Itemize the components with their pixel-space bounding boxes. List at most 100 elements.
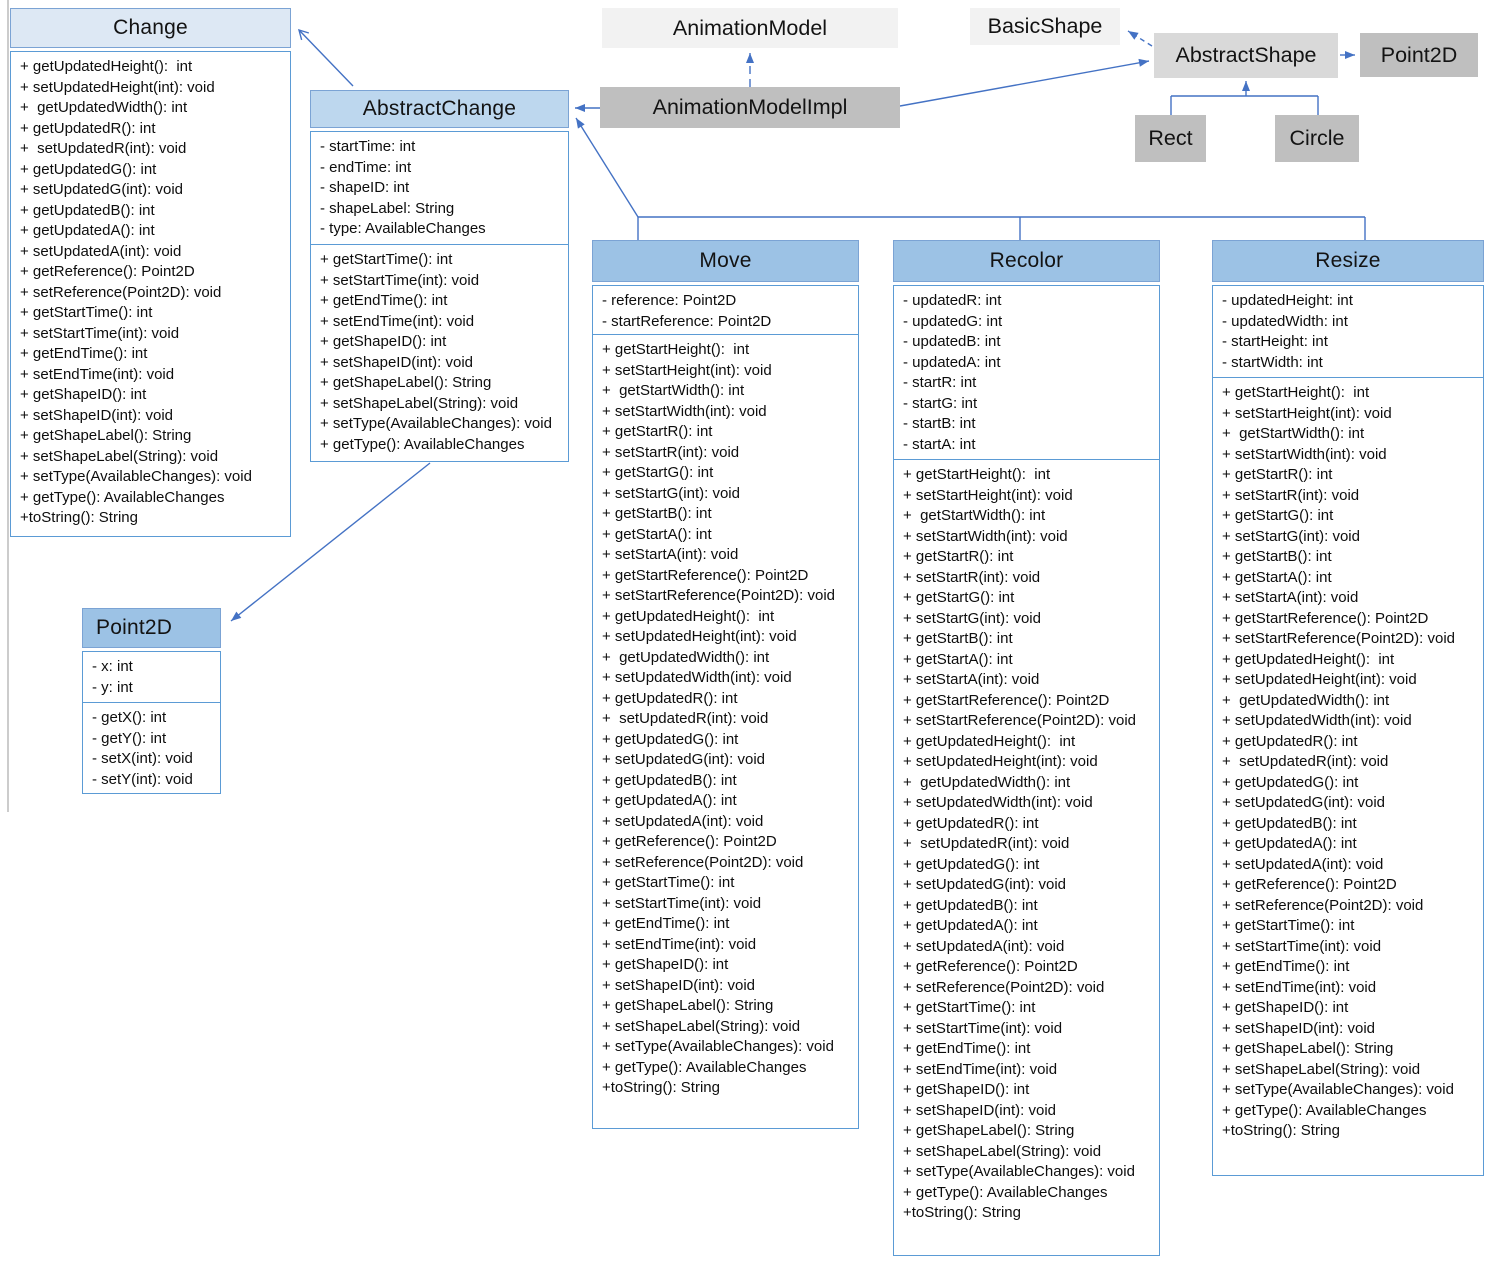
member-line: + setStartR(int): void: [903, 568, 1041, 586]
member-line: + getShapeLabel(): String: [320, 374, 492, 391]
member-line: + getType(): AvailableChanges: [602, 1058, 807, 1076]
member-line: - updatedHeight: int: [1222, 292, 1353, 309]
class-change-title: Change: [10, 8, 291, 48]
member-line: + getUpdatedG(): int: [602, 730, 739, 748]
member-line: + setType(AvailableChanges): void: [903, 1163, 1135, 1180]
member-line: + getStartR(): int: [1222, 466, 1333, 483]
member-line: + getStartG(): int: [1222, 507, 1334, 524]
member-line: + getStartA(): int: [602, 525, 712, 543]
member-line: + getReference(): Point2D: [903, 958, 1078, 975]
member-line: + getStartR(): int: [602, 423, 713, 440]
member-line: + getStartHeight(): int: [1222, 384, 1370, 401]
member-line: + getStartG(): int: [903, 589, 1015, 606]
member-line: - shapeLabel: String: [320, 199, 455, 217]
member-line: + getStartHeight(): int: [602, 341, 750, 358]
member-line: + getUpdatedG(): int: [1222, 773, 1359, 791]
member-line: + getUpdatedR(): int: [602, 689, 738, 707]
member-line: + getUpdatedWidth(): int: [903, 773, 1071, 791]
member-line: +toString(): String: [903, 1204, 1021, 1221]
member-line: + getType(): AvailableChanges: [1222, 1101, 1427, 1119]
member-line: + getStartReference(): Point2D: [903, 691, 1110, 709]
member-line: + setStartHeight(int): void: [602, 361, 772, 379]
member-line: + setStartHeight(int): void: [903, 486, 1073, 504]
member-line: + getType(): AvailableChanges: [903, 1183, 1108, 1201]
member-line: + setReference(Point2D): void: [20, 283, 222, 301]
member-line: - x: int: [92, 658, 133, 675]
member-line: + getReference(): Point2D: [20, 263, 195, 280]
node-animationmodelimpl: AnimationModelImpl: [600, 87, 900, 128]
member-line: + setType(AvailableChanges): void: [20, 468, 252, 485]
member-line: + setEndTime(int): void: [320, 312, 475, 330]
member-line: + setUpdatedHeight(int): void: [1222, 671, 1417, 688]
member-line: + getType(): AvailableChanges: [320, 435, 525, 453]
member-line: + setUpdatedA(int): void: [20, 242, 182, 260]
class-point2d: Point2D - x: int- y: int - getX(): int- …: [82, 608, 221, 794]
member-line: + getEndTime(): int: [20, 345, 148, 362]
member-line: + setUpdatedHeight(int): void: [602, 628, 797, 645]
member-line: + setUpdatedA(int): void: [903, 937, 1065, 955]
member-line: - getX(): int: [92, 709, 167, 726]
member-line: + getStartA(): int: [903, 650, 1013, 668]
member-line: + setEndTime(int): void: [602, 935, 757, 953]
member-line: + getEndTime(): int: [903, 1040, 1031, 1057]
class-abstractchange-title: AbstractChange: [310, 90, 569, 128]
member-line: + setShapeID(int): void: [602, 976, 755, 994]
member-line: + setUpdatedR(int): void: [903, 835, 1070, 852]
member-line: + setUpdatedWidth(int): void: [602, 669, 792, 686]
class-move-methods: + getStartHeight(): int + setStartHeight(…: [592, 334, 859, 1129]
member-line: + setEndTime(int): void: [1222, 978, 1377, 996]
member-line: + getStartWidth(): int: [903, 507, 1046, 524]
member-line: + setUpdatedWidth(int): void: [1222, 712, 1412, 729]
node-circle: Circle: [1275, 115, 1359, 162]
member-line: + getStartG(): int: [602, 464, 714, 481]
member-line: + getUpdatedB(): int: [1222, 814, 1357, 832]
member-line: + setStartA(int): void: [1222, 589, 1359, 606]
class-resize: Resize - updatedHeight: int - updatedWidt…: [1212, 240, 1484, 1176]
member-line: + getStartR(): int: [903, 548, 1014, 565]
member-line: - shapeID: int: [320, 179, 410, 196]
member-line: + getStartReference(): Point2D: [1222, 609, 1429, 627]
member-line: + getUpdatedHeight(): int: [903, 732, 1076, 750]
class-abstractchange-fields: - startTime: int- endTime: int- shapeID:…: [310, 131, 569, 245]
class-recolor-title: Recolor: [893, 240, 1160, 282]
member-line: + getShapeID(): int: [20, 386, 147, 403]
member-line: + getUpdatedA(): int: [1222, 835, 1357, 852]
member-line: - startWidth: int: [1222, 353, 1323, 371]
member-line: + setUpdatedG(int): void: [1222, 794, 1386, 811]
member-line: + setType(AvailableChanges): void: [1222, 1081, 1454, 1098]
member-line: - startHeight: int: [1222, 333, 1328, 350]
member-line: + setStartG(int): void: [602, 484, 740, 502]
member-line: + getUpdatedWidth(): int: [20, 99, 188, 116]
member-line: + getStartB(): int: [1222, 548, 1332, 565]
member-line: + getShapeLabel(): String: [903, 1122, 1075, 1139]
edge-abstractchange-to-point2d: [230, 462, 431, 622]
class-move: Move - reference: Point2D- startReferenc…: [592, 240, 859, 1129]
member-line: + getUpdatedG(): int: [20, 160, 157, 178]
member-line: + setStartG(int): void: [1222, 527, 1360, 545]
member-line: + getUpdatedR(): int: [20, 119, 156, 137]
member-line: - updatedWidth: int: [1222, 312, 1348, 330]
class-resize-title: Resize: [1212, 240, 1484, 282]
member-line: + getUpdatedWidth(): int: [602, 648, 770, 666]
class-point2d-fields: - x: int- y: int: [82, 651, 221, 703]
class-abstractchange-methods: + getStartTime(): int+ setStartTime(int)…: [310, 244, 569, 462]
member-line: + getUpdatedR(): int: [903, 814, 1039, 832]
member-line: + setReference(Point2D): void: [903, 978, 1105, 996]
member-line: + getStartB(): int: [903, 630, 1013, 647]
node-basicshape: BasicShape: [970, 8, 1120, 45]
class-recolor-fields: - updatedR: int- updatedG: int- updatedB…: [893, 285, 1160, 460]
member-line: + getReference(): Point2D: [1222, 876, 1397, 893]
member-line: + getStartA(): int: [1222, 568, 1332, 586]
member-line: + setUpdatedWidth(int): void: [903, 794, 1093, 811]
member-line: + getEndTime(): int: [1222, 958, 1350, 975]
member-line: + setStartG(int): void: [903, 609, 1041, 627]
member-line: + setShapeID(int): void: [903, 1101, 1056, 1119]
member-line: + setUpdatedA(int): void: [1222, 855, 1384, 873]
member-line: + setShapeLabel(String): void: [602, 1017, 801, 1035]
member-line: + setEndTime(int): void: [903, 1060, 1058, 1078]
member-line: + getReference(): Point2D: [602, 833, 777, 850]
class-change: Change + getUpdatedHeight(): int+ setUpd…: [10, 8, 291, 537]
member-line: - getY(): int: [92, 729, 167, 747]
member-line: - startR: int: [903, 374, 977, 391]
